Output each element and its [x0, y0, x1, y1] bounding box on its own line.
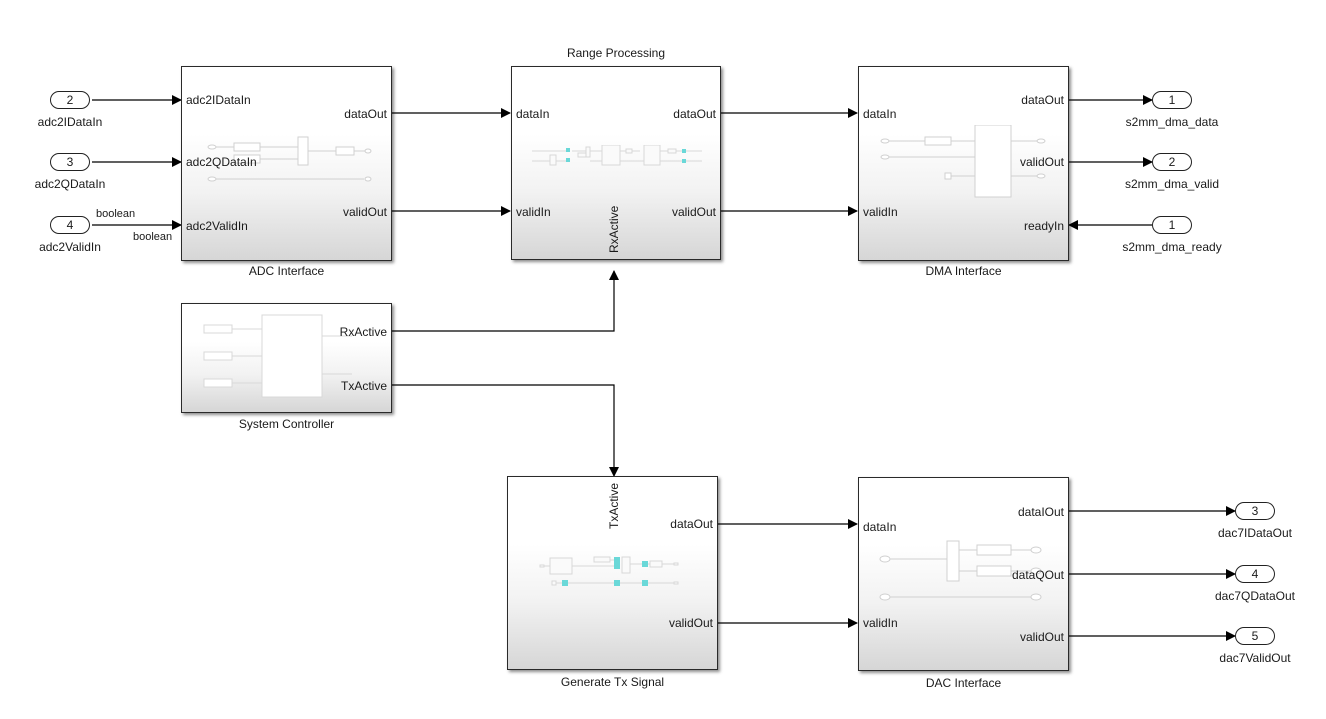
port-label: validOut — [342, 205, 387, 219]
outport-block[interactable]: 5 — [1235, 627, 1275, 645]
system-controller-block[interactable]: RxActive TxActive — [181, 303, 392, 413]
subsystem-thumbnail — [532, 145, 702, 166]
port-label: validIn — [863, 205, 898, 219]
enable-port-label: RxActive — [607, 205, 621, 253]
inport-label: s2mm_dma_ready — [1122, 240, 1222, 254]
block-name: Generate Tx Signal — [560, 675, 665, 689]
inport-block[interactable]: 4 — [50, 216, 90, 234]
inport-block[interactable]: 1 — [1152, 216, 1192, 234]
signal-type-label: boolean — [96, 208, 136, 220]
port-label: TxActive — [340, 379, 387, 393]
port-label: dataOut — [670, 517, 713, 531]
outport-label: s2mm_dma_valid — [1124, 177, 1220, 191]
port-label: adc2QDataIn — [186, 155, 257, 169]
inport-label: adc2IDataIn — [37, 115, 103, 129]
dac-interface-block[interactable]: dataIn validIn dataIOut dataQOut validOu… — [858, 477, 1069, 671]
inport-label: adc2ValidIn — [39, 240, 101, 254]
block-name: ADC Interface — [248, 264, 325, 278]
wire-txactive[interactable] — [391, 384, 619, 477]
port-label: validOut — [1019, 155, 1064, 169]
port-label: validOut — [1019, 630, 1064, 644]
block-name: Range Processing — [566, 46, 666, 60]
generate-tx-signal-block[interactable]: TxActive dataOut validOut — [507, 476, 718, 670]
block-name: DMA Interface — [925, 264, 1002, 278]
wire-rxactive[interactable] — [391, 270, 619, 332]
port-label: dataQOut — [1011, 568, 1064, 582]
signal-type-label: boolean — [133, 231, 173, 243]
port-label: validOut — [671, 205, 716, 219]
inport-block[interactable]: 2 — [50, 91, 90, 109]
subsystem-thumbnail — [879, 540, 1042, 601]
port-label: validIn — [863, 616, 898, 630]
outport-label: dac7QDataOut — [1214, 589, 1296, 603]
outport-label: dac7ValidOut — [1219, 651, 1291, 665]
port-label: RxActive — [339, 325, 387, 339]
inport-label: adc2QDataIn — [34, 177, 106, 191]
outport-label: dac7IDataOut — [1217, 526, 1293, 540]
block-name: System Controller — [238, 417, 335, 431]
port-label: validOut — [668, 616, 713, 630]
range-processing-block[interactable]: dataIn validIn dataOut validOut RxActive — [511, 66, 721, 260]
port-label: adc2IDataIn — [186, 93, 251, 107]
enable-port-label: TxActive — [607, 482, 621, 529]
dma-interface-block[interactable]: dataIn validIn dataOut validOut readyIn — [858, 66, 1069, 261]
outport-block[interactable]: 1 — [1152, 91, 1192, 109]
inport-block[interactable]: 3 — [50, 153, 90, 171]
subsystem-thumbnail — [203, 314, 352, 398]
port-label: validIn — [516, 205, 551, 219]
outport-block[interactable]: 2 — [1152, 153, 1192, 171]
subsystem-thumbnail — [207, 136, 372, 182]
outport-block[interactable]: 4 — [1235, 565, 1275, 583]
outport-block[interactable]: 3 — [1235, 502, 1275, 520]
subsystem-thumbnail — [539, 556, 679, 586]
outport-label: s2mm_dma_data — [1125, 115, 1219, 129]
port-label: adc2ValidIn — [186, 219, 248, 233]
adc-interface-block[interactable]: adc2IDataIn adc2QDataIn adc2ValidIn data… — [181, 66, 392, 261]
port-label: dataOut — [673, 107, 716, 121]
block-name: DAC Interface — [925, 676, 1002, 690]
port-label: dataIn — [863, 107, 897, 121]
port-label: readyIn — [1023, 219, 1064, 233]
port-label: dataIOut — [1017, 505, 1064, 519]
port-label: dataIn — [516, 107, 550, 121]
subsystem-thumbnail — [880, 125, 1046, 198]
port-label: dataOut — [1021, 93, 1064, 107]
port-label: dataOut — [344, 107, 387, 121]
port-label: dataIn — [863, 520, 897, 534]
